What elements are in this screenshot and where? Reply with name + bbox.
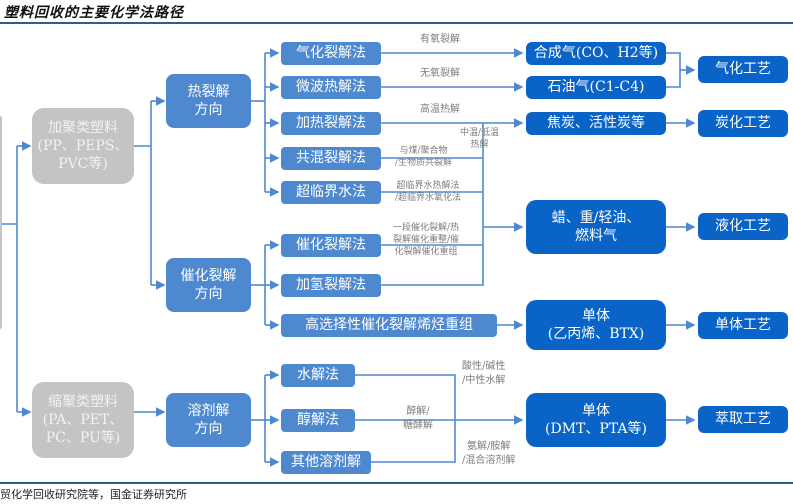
solvent-direction-node: 溶剂解 方向 <box>166 393 251 447</box>
monomer-olefin-product: 单体 (乙丙烯、BTX) <box>526 300 666 350</box>
alcoholysis-method: 醇解法 <box>281 409 355 432</box>
selective-cracking-method: 高选择性催化裂解烯烃重组 <box>281 314 497 337</box>
label-aerobic: 有氧裂解 <box>420 34 460 45</box>
bottom-divider <box>0 482 793 484</box>
label-high-temp: 高温热解 <box>420 104 460 115</box>
label-co-pyrolysis: 与煤/聚合物 /生物质共裂解 <box>395 146 453 169</box>
top-divider <box>0 22 793 24</box>
coke-product: 焦炭、活性炭等 <box>526 112 666 135</box>
microwave-method: 微波热解法 <box>281 76 381 99</box>
label-alcoholysis: 醇解/ 糖酵解 <box>403 406 433 431</box>
thermal-direction-node: 热裂解 方向 <box>166 74 251 128</box>
monomer-process: 单体工艺 <box>698 312 788 339</box>
label-anaerobic: 无氧裂解 <box>420 68 460 79</box>
supercritical-method: 超临界水法 <box>281 181 381 204</box>
wax-oil-product: 蜡、重/轻油、 燃料气 <box>526 200 666 254</box>
monomer-dmt-product: 单体 (DMT、PTA等) <box>526 393 666 447</box>
label-supercritical: 超临界水热解法 /超临界水氧化法 <box>395 181 462 204</box>
hydrocracking-method: 加氢裂解法 <box>281 274 381 297</box>
syngas-product: 合成气(CO、H2等) <box>526 42 666 65</box>
petroleum-gas-product: 石油气(C1-C4) <box>526 76 666 99</box>
hydrolysis-method: 水解法 <box>281 364 355 387</box>
source-footer: 贸化学回收研究院等，国金证券研究所 <box>0 488 187 501</box>
label-hydrolysis: 酸性/碱性 /中性水解 <box>462 361 506 386</box>
other-solvent-method: 其他溶剂解 <box>281 451 371 474</box>
catalytic-cracking-method: 催化裂解法 <box>281 234 381 257</box>
liquefaction-process: 液化工艺 <box>698 213 788 240</box>
gasification-method: 气化裂解法 <box>281 42 381 65</box>
catalytic-direction-node: 催化裂解 方向 <box>166 258 251 312</box>
extraction-process: 萃取工艺 <box>698 406 788 433</box>
label-mid-low-temp: 中温/低温 热解 <box>460 128 500 151</box>
heating-method: 加热裂解法 <box>281 112 381 135</box>
label-catalytic: 一段催化裂解/热 裂解催化重整/催 化裂解催化重组 <box>393 223 460 258</box>
condensation-plastics-node: 缩聚类塑料 (PA、PET、 PC、PU等) <box>32 382 134 458</box>
co-pyrolysis-method: 共混裂解法 <box>281 147 381 170</box>
root-node <box>0 115 2 330</box>
diagram-title: 塑料回收的主要化学法路径 <box>4 5 184 21</box>
carbonization-process: 炭化工艺 <box>698 110 788 137</box>
label-other-solvent: 氨解/胺解 /混合溶剂解 <box>462 441 516 466</box>
addition-plastics-node: 加聚类塑料 (PP、PEPS、 PVC等) <box>32 108 134 184</box>
gasification-process: 气化工艺 <box>698 56 788 83</box>
